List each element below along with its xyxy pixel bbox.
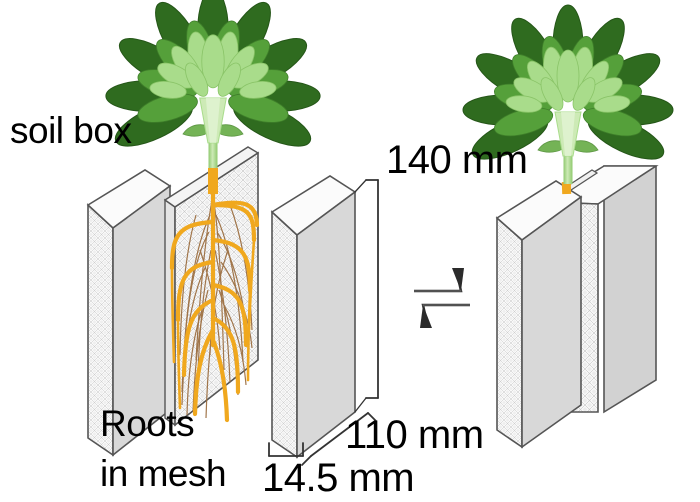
label-roots-line1: Roots xyxy=(100,403,195,444)
root-mesh-panel[interactable] xyxy=(105,0,321,427)
label-dimension-width: 110 mm xyxy=(345,413,484,457)
main-roots xyxy=(169,175,260,423)
label-soil-box: soil box xyxy=(10,110,132,151)
dimension-height-bracket xyxy=(354,179,379,413)
rosette-plant-left[interactable] xyxy=(105,0,321,156)
dimension-width-bracket xyxy=(301,412,377,466)
soil-box-left[interactable] xyxy=(86,169,172,457)
assembled-rhizobox[interactable] xyxy=(462,4,674,449)
label-roots-line2: in mesh xyxy=(100,453,227,494)
label-dimension-height: 140 mm xyxy=(386,138,528,182)
dimension-thickness-bracket xyxy=(268,442,304,457)
soil-box-right[interactable] xyxy=(270,175,357,459)
assembly-arrows-icon xyxy=(414,268,470,328)
label-dimension-thickness: 14.5 mm xyxy=(262,456,415,500)
